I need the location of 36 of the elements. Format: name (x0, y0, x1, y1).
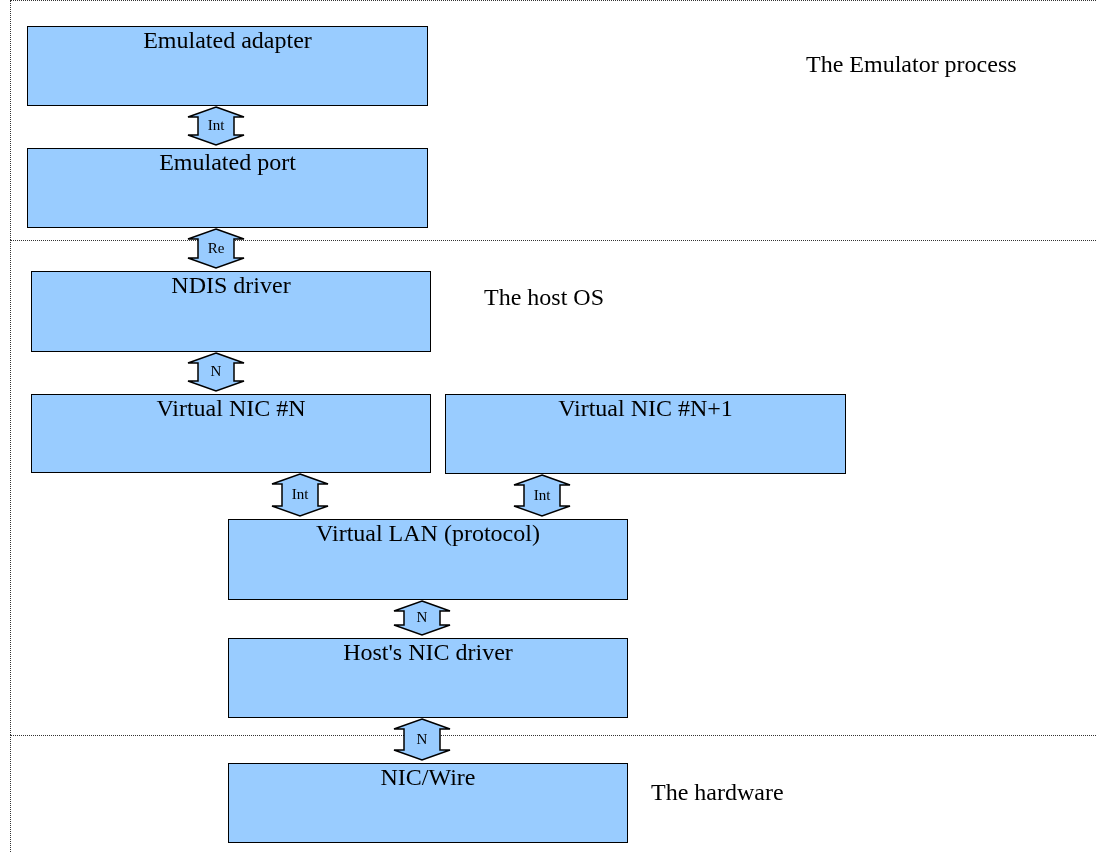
box-label: Host's NIC driver (342, 639, 514, 666)
box-label: Emulated adapter (142, 27, 313, 54)
component-box (27, 148, 428, 228)
double-arrow (271, 473, 329, 517)
edge-label: N (415, 731, 429, 747)
component-box (31, 394, 431, 473)
edge-label: Int (206, 118, 226, 133)
component-box (31, 271, 431, 352)
box-label: NDIS driver (170, 272, 292, 299)
double-arrow (393, 600, 451, 636)
edge-label: Int (290, 487, 310, 502)
component-box (27, 26, 428, 106)
double-arrow (187, 352, 245, 392)
box-label: Virtual NIC #N (155, 395, 307, 422)
box-label: Virtual NIC #N+1 (557, 395, 734, 422)
region-label: The Emulator process (806, 51, 1017, 78)
double-arrow (393, 718, 451, 761)
double-arrow (513, 474, 571, 517)
component-box (228, 519, 628, 600)
component-box (228, 638, 628, 718)
double-arrow (187, 106, 245, 146)
region-band (10, 0, 1096, 240)
box-label: Virtual LAN (protocol) (315, 520, 541, 547)
double-arrow (187, 228, 245, 269)
edge-label: N (415, 610, 429, 625)
component-box (228, 763, 628, 843)
edge-label: Int (532, 487, 552, 503)
region-label: The hardware (651, 779, 784, 806)
region-label: The host OS (484, 284, 604, 311)
box-label: Emulated port (158, 149, 297, 176)
edge-label: N (209, 364, 223, 379)
region-band (10, 240, 1096, 735)
box-label: NIC/Wire (379, 764, 477, 791)
component-box (445, 394, 846, 474)
region-band (10, 735, 1096, 852)
edge-label: Re (206, 240, 226, 256)
